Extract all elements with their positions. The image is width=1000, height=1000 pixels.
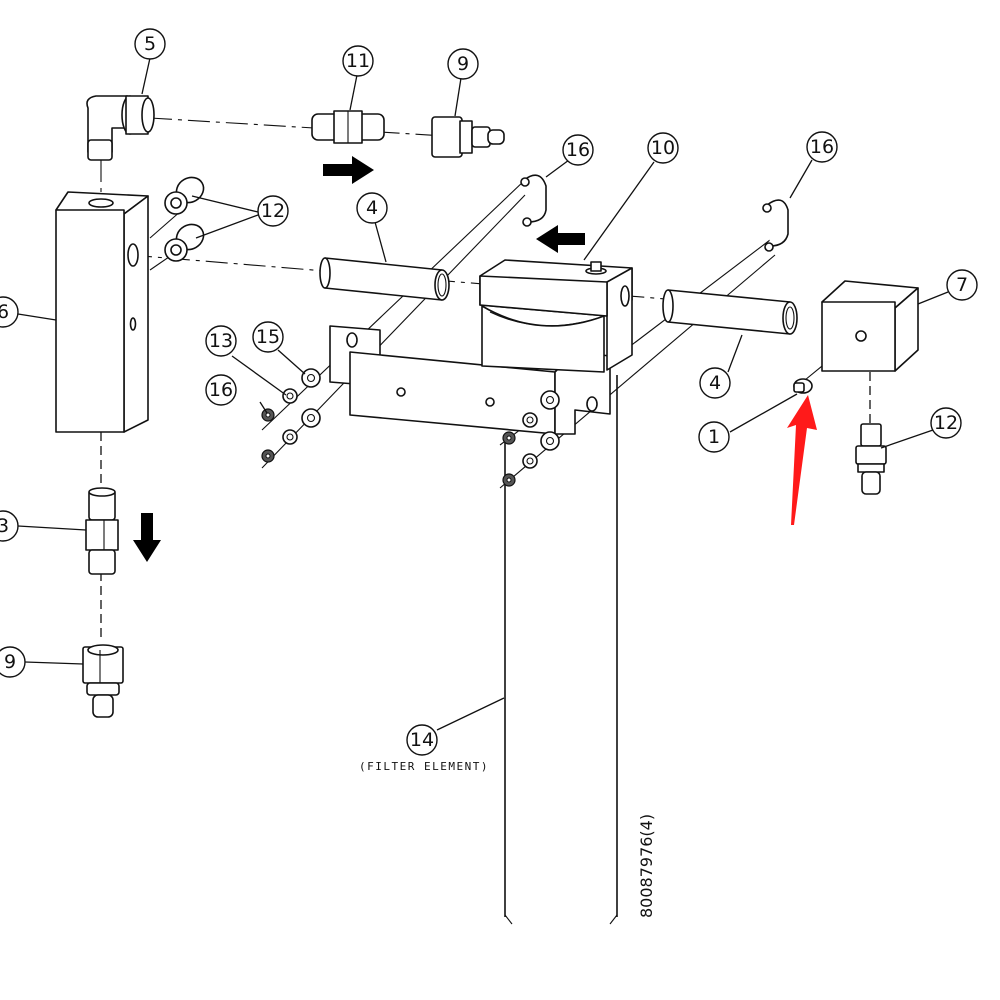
svg-text:16: 16 [566, 139, 590, 161]
flow-arrow-down-icon [133, 513, 161, 562]
svg-text:12: 12 [934, 412, 958, 434]
flow-arrow-right-icon [323, 156, 374, 184]
svg-text:13: 13 [209, 330, 233, 352]
svg-text:16: 16 [209, 379, 233, 401]
svg-text:5: 5 [144, 33, 156, 55]
svg-text:9: 9 [4, 651, 16, 673]
svg-text:1: 1 [708, 426, 720, 448]
svg-text:12: 12 [261, 200, 285, 222]
svg-text:9: 9 [457, 53, 469, 75]
part-u-bolt-left[interactable] [520, 174, 547, 227]
svg-text:7: 7 [956, 274, 968, 296]
part-hex-coupling[interactable] [311, 110, 385, 144]
svg-text:4: 4 [366, 197, 378, 219]
flow-arrow-left-icon [536, 225, 585, 253]
callout-7[interactable]: 7 [946, 269, 978, 301]
part-elbow-fitting[interactable] [86, 95, 155, 161]
callout-12-right[interactable]: 12 [930, 407, 962, 439]
callout-1[interactable]: 1 [698, 421, 730, 453]
filter-element-note: (FILTER ELEMENT) [359, 760, 489, 773]
part-quick-connect-bottom[interactable] [82, 644, 124, 718]
part-u-bolt-right[interactable] [762, 199, 789, 252]
callout-15[interactable]: 15 [252, 321, 284, 353]
part-tube-right[interactable] [662, 289, 798, 335]
callout-5[interactable]: 5 [134, 28, 166, 60]
part-plug[interactable] [793, 378, 813, 394]
part-quick-connect-top[interactable] [431, 116, 505, 158]
callout-10[interactable]: 10 [647, 132, 679, 164]
fitting-upper [164, 176, 205, 215]
svg-text:11: 11 [346, 50, 370, 72]
callout-4-right[interactable]: 4 [699, 367, 731, 399]
part-end-block[interactable] [821, 280, 919, 372]
fitting-lower [164, 223, 205, 262]
callout-3[interactable]: 3 [0, 510, 19, 542]
part-mounting-bracket[interactable] [329, 325, 611, 435]
callout-13[interactable]: 13 [205, 325, 237, 357]
svg-text:3: 3 [0, 515, 9, 537]
hardware-left-set[interactable] [261, 368, 321, 463]
svg-text:15: 15 [256, 326, 280, 348]
part-fitting-pair[interactable] [164, 173, 208, 262]
svg-text:14: 14 [410, 729, 434, 751]
callout-4-left[interactable]: 4 [356, 192, 388, 224]
callout-16-right-ubolt[interactable]: 16 [806, 131, 838, 163]
part-filter-head[interactable] [479, 259, 633, 373]
svg-text:10: 10 [651, 137, 675, 159]
highlight-arrow [787, 395, 817, 525]
part-manifold-block[interactable] [55, 191, 149, 433]
callout-9-top[interactable]: 9 [447, 48, 479, 80]
callout-balloons: 5 11 9 16 10 16 12 4 7 6 13 15 16 4 1 12… [0, 28, 978, 756]
hardware-right-set[interactable] [502, 390, 560, 487]
callout-9-bottom[interactable]: 9 [0, 646, 26, 678]
callout-14[interactable]: 14 [406, 724, 438, 756]
callout-16-nut[interactable]: 16 [205, 374, 237, 406]
svg-text:4: 4 [709, 372, 721, 394]
flow-arrows [133, 156, 585, 562]
svg-text:6: 6 [0, 301, 9, 323]
part-fitting-right[interactable] [855, 423, 887, 495]
part-check-valve[interactable] [85, 487, 119, 575]
highlight-arrow-icon [787, 395, 817, 525]
svg-text:16: 16 [810, 136, 834, 158]
document-number: 80087976(4) [637, 814, 656, 918]
part-filter-element[interactable] [504, 375, 618, 925]
callout-6[interactable]: 6 [0, 296, 19, 328]
callout-12-pair[interactable]: 12 [257, 195, 289, 227]
callout-16-left-ubolt[interactable]: 16 [562, 134, 594, 166]
callout-11[interactable]: 11 [342, 45, 374, 77]
leader-lines [17, 57, 949, 731]
part-tube-left[interactable] [319, 257, 450, 301]
